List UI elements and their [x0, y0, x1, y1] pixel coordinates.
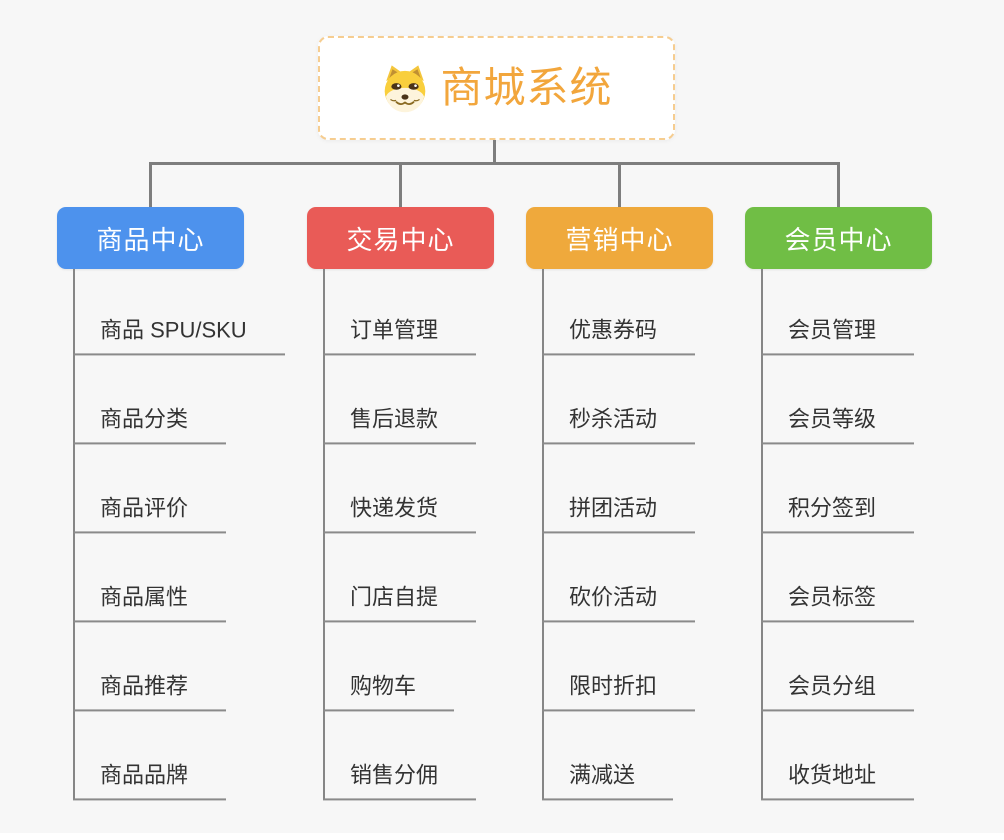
root-node[interactable]: 商城系统: [318, 36, 675, 140]
connector-drop-branch-3: [618, 162, 621, 208]
connector-spine-branch-3: [542, 269, 544, 800]
leaf-node[interactable]: 优惠券码: [542, 316, 696, 355]
branch-label: 交易中心: [346, 224, 455, 255]
leaf-node[interactable]: 门店自提: [323, 583, 477, 622]
leaf-node[interactable]: 收货地址: [761, 761, 915, 800]
connector-root-vertical: [493, 140, 496, 163]
leaf-node[interactable]: 快递发货: [323, 494, 477, 533]
leaf-node[interactable]: 积分签到: [761, 494, 915, 533]
leaf-node[interactable]: 销售分佣: [323, 761, 477, 800]
leaf-node[interactable]: 购物车: [323, 672, 455, 711]
connector-drop-branch-1: [149, 162, 152, 208]
canvas-bottom-edge: [0, 833, 1004, 840]
leaf-node[interactable]: 会员分组: [761, 672, 915, 711]
leaf-node[interactable]: 商品分类: [73, 405, 227, 444]
leaf-node[interactable]: 订单管理: [323, 316, 477, 355]
leaf-node[interactable]: 商品品牌: [73, 761, 227, 800]
connector-drop-branch-4: [837, 162, 840, 208]
leaf-node[interactable]: 商品 SPU/SKU: [73, 316, 285, 355]
leaf-node[interactable]: 会员标签: [761, 583, 915, 622]
leaf-node[interactable]: 商品属性: [73, 583, 227, 622]
branch-node-trade-center[interactable]: 交易中心: [307, 207, 494, 269]
leaf-node[interactable]: 满减送: [542, 761, 674, 800]
doge-icon: [385, 65, 426, 113]
branch-node-member-center[interactable]: 会员中心: [745, 207, 932, 269]
branch-node-product-center[interactable]: 商品中心: [57, 207, 244, 269]
leaf-node[interactable]: 会员管理: [761, 316, 915, 355]
leaf-node[interactable]: 会员等级: [761, 405, 915, 444]
leaf-node[interactable]: 商品评价: [73, 494, 227, 533]
connector-spine-branch-2: [323, 269, 325, 800]
branch-label: 会员中心: [784, 224, 893, 255]
connector-drop-branch-2: [399, 162, 402, 208]
branch-node-marketing-center[interactable]: 营销中心: [526, 207, 713, 269]
leaf-node[interactable]: 砍价活动: [542, 583, 696, 622]
branch-label: 商品中心: [96, 224, 205, 255]
leaf-node[interactable]: 拼团活动: [542, 494, 696, 533]
connector-spine-branch-4: [761, 269, 763, 800]
leaf-node[interactable]: 限时折扣: [542, 672, 696, 711]
leaf-node[interactable]: 秒杀活动: [542, 405, 696, 444]
connector-spine-branch-1: [73, 269, 75, 800]
connector-horizontal-bus: [149, 162, 840, 165]
root-title: 商城系统: [440, 64, 613, 111]
branch-label: 营销中心: [565, 224, 674, 255]
leaf-node[interactable]: 售后退款: [323, 405, 477, 444]
leaf-node[interactable]: 商品推荐: [73, 672, 227, 711]
